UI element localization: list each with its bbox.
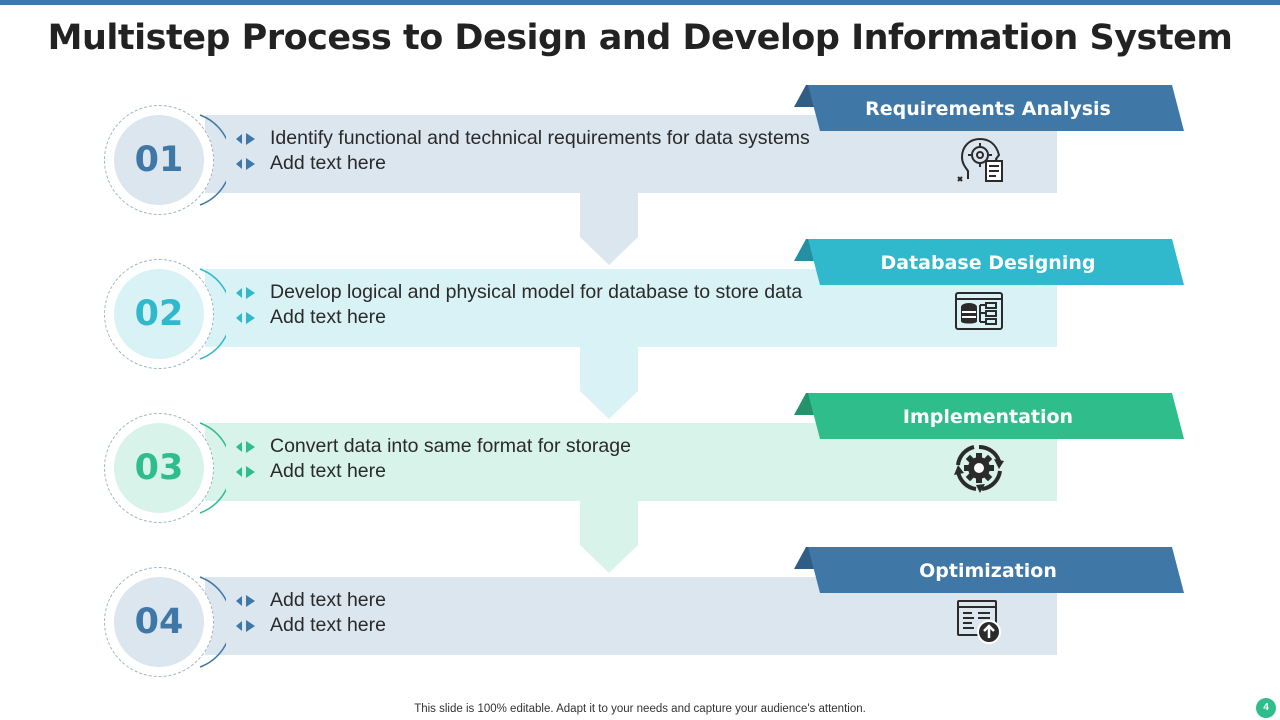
list-item: Develop logical and physical model for d…	[236, 280, 802, 305]
bullet-text: Add text here	[270, 152, 386, 174]
process-step-2: 02 Develop logical and physical model fo…	[0, 239, 1280, 419]
bullet-arrow-icon	[236, 311, 255, 324]
step-heading: Requirements Analysis	[865, 98, 1111, 120]
head-gear-analysis-icon	[957, 137, 1003, 182]
bullet-arrow-icon	[236, 132, 255, 145]
heading-ribbon	[794, 85, 1184, 131]
bullet-text: Identify functional and technical requir…	[270, 127, 810, 149]
bullet-arrow-icon	[236, 157, 255, 170]
bullet-arrow-icon	[236, 465, 255, 478]
step-heading: Implementation	[902, 406, 1074, 428]
process-step-1: 01 Identify functional and technical req…	[0, 85, 1280, 265]
step-number: 04	[114, 577, 204, 667]
heading-ribbon	[794, 239, 1184, 285]
slide-title: Multistep Process to Design and Develop …	[47, 18, 1233, 58]
step-number: 01	[114, 115, 204, 205]
circle-arc	[199, 422, 226, 514]
list-item: Add text here	[236, 305, 802, 330]
bullet-text: Add text here	[270, 460, 386, 482]
list-item: Convert data into same format for storag…	[236, 434, 631, 459]
process-step-3: 03 Convert data into same format for sto…	[0, 393, 1280, 573]
bullet-text: Add text here	[270, 614, 386, 636]
heading-ribbon	[794, 547, 1184, 593]
down-arrow-connector	[580, 501, 638, 573]
bullet-arrow-icon	[236, 440, 255, 453]
list-item: Identify functional and technical requir…	[236, 126, 810, 151]
list-item: Add text here	[236, 588, 386, 613]
bullet-list: Add text here Add text here	[236, 588, 386, 638]
database-schema-icon	[955, 292, 1003, 330]
footer-note: This slide is 100% editable. Adapt it to…	[414, 703, 866, 715]
bullet-text: Convert data into same format for storag…	[270, 435, 631, 457]
bullet-arrow-icon	[236, 594, 255, 607]
circle-arc	[199, 268, 226, 360]
heading-ribbon	[794, 393, 1184, 439]
list-item: Add text here	[236, 613, 386, 638]
list-item: Add text here	[236, 151, 810, 176]
gear-cycle-icon	[954, 444, 1004, 493]
down-arrow-connector	[580, 347, 638, 419]
step-heading: Database Designing	[880, 252, 1096, 274]
circle-arc	[199, 114, 226, 206]
bullet-text: Develop logical and physical model for d…	[270, 281, 803, 303]
bullet-text: Add text here	[270, 589, 386, 611]
bullet-text: Add text here	[270, 306, 386, 328]
bullet-list: Identify functional and technical requir…	[236, 126, 810, 176]
list-item: Add text here	[236, 459, 631, 484]
circle-arc	[199, 576, 226, 668]
bullet-list: Convert data into same format for storag…	[236, 434, 631, 484]
process-step-4: 04 Add text here Add text here Optimizat…	[0, 547, 1280, 707]
top-accent-bar	[0, 0, 1280, 5]
step-number: 02	[114, 269, 204, 359]
down-arrow-connector	[580, 193, 638, 265]
browser-upload-icon	[957, 600, 1001, 644]
step-heading: Optimization	[919, 560, 1057, 582]
bullet-list: Develop logical and physical model for d…	[236, 280, 802, 330]
bullet-arrow-icon	[236, 619, 255, 632]
step-number: 03	[114, 423, 204, 513]
bullet-arrow-icon	[236, 286, 255, 299]
page-number: 4	[1256, 698, 1276, 718]
